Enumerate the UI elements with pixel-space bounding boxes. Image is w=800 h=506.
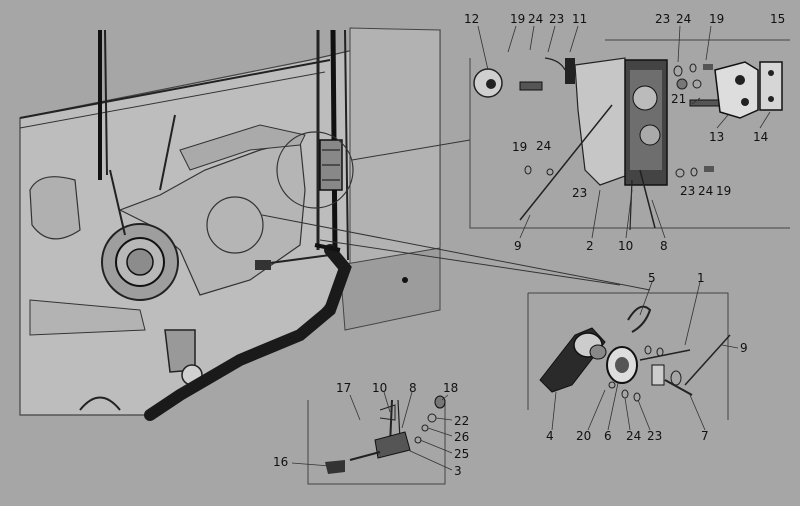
callout-7: 7	[701, 429, 709, 443]
callout-18: 18	[443, 381, 459, 395]
callout-17: 17	[336, 381, 352, 395]
callout-24: 24	[536, 139, 552, 153]
callout-3: 3	[454, 464, 462, 478]
callout-19: 19	[709, 12, 725, 26]
callout-20: 20	[576, 429, 592, 443]
callout-6: 6	[604, 429, 612, 443]
callout-24: 24	[676, 12, 692, 26]
callout-14: 14	[753, 130, 769, 144]
callout-25: 25	[454, 447, 470, 461]
leader-lines	[261, 139, 651, 291]
callout-19: 19	[510, 12, 526, 26]
door-panel	[19, 27, 441, 421]
callout-15: 15	[770, 12, 786, 26]
callout-2: 2	[586, 239, 594, 253]
callout-13: 13	[709, 130, 725, 144]
callout-10: 10	[618, 239, 634, 253]
callout-21: 21	[671, 92, 687, 106]
callout-19: 19	[512, 140, 528, 154]
callout-12: 12	[464, 12, 480, 26]
callout-23: 23	[572, 186, 588, 200]
callout-9: 9	[740, 341, 748, 355]
callout-10: 10	[372, 381, 388, 395]
callout-4: 4	[546, 429, 554, 443]
callout-23: 23	[647, 429, 663, 443]
callout-19: 19	[716, 184, 732, 198]
callout-16: 16	[273, 455, 289, 469]
callout-26: 26	[454, 430, 470, 444]
callout-9: 9	[514, 239, 522, 253]
callout-23: 23	[549, 12, 565, 26]
callout-22: 22	[454, 414, 470, 428]
callout-5: 5	[648, 271, 656, 285]
top-detail	[469, 25, 790, 239]
callout-24: 24	[698, 184, 714, 198]
right-detail	[527, 281, 739, 431]
callout-11: 11	[572, 12, 588, 26]
bottom-detail	[291, 391, 453, 485]
callout-24: 24	[528, 12, 544, 26]
callout-23: 23	[680, 184, 696, 198]
callout-1: 1	[697, 271, 705, 285]
callout-8: 8	[409, 381, 417, 395]
callout-23: 23	[655, 12, 671, 26]
callout-24: 24	[626, 429, 642, 443]
callout-8: 8	[660, 239, 668, 253]
